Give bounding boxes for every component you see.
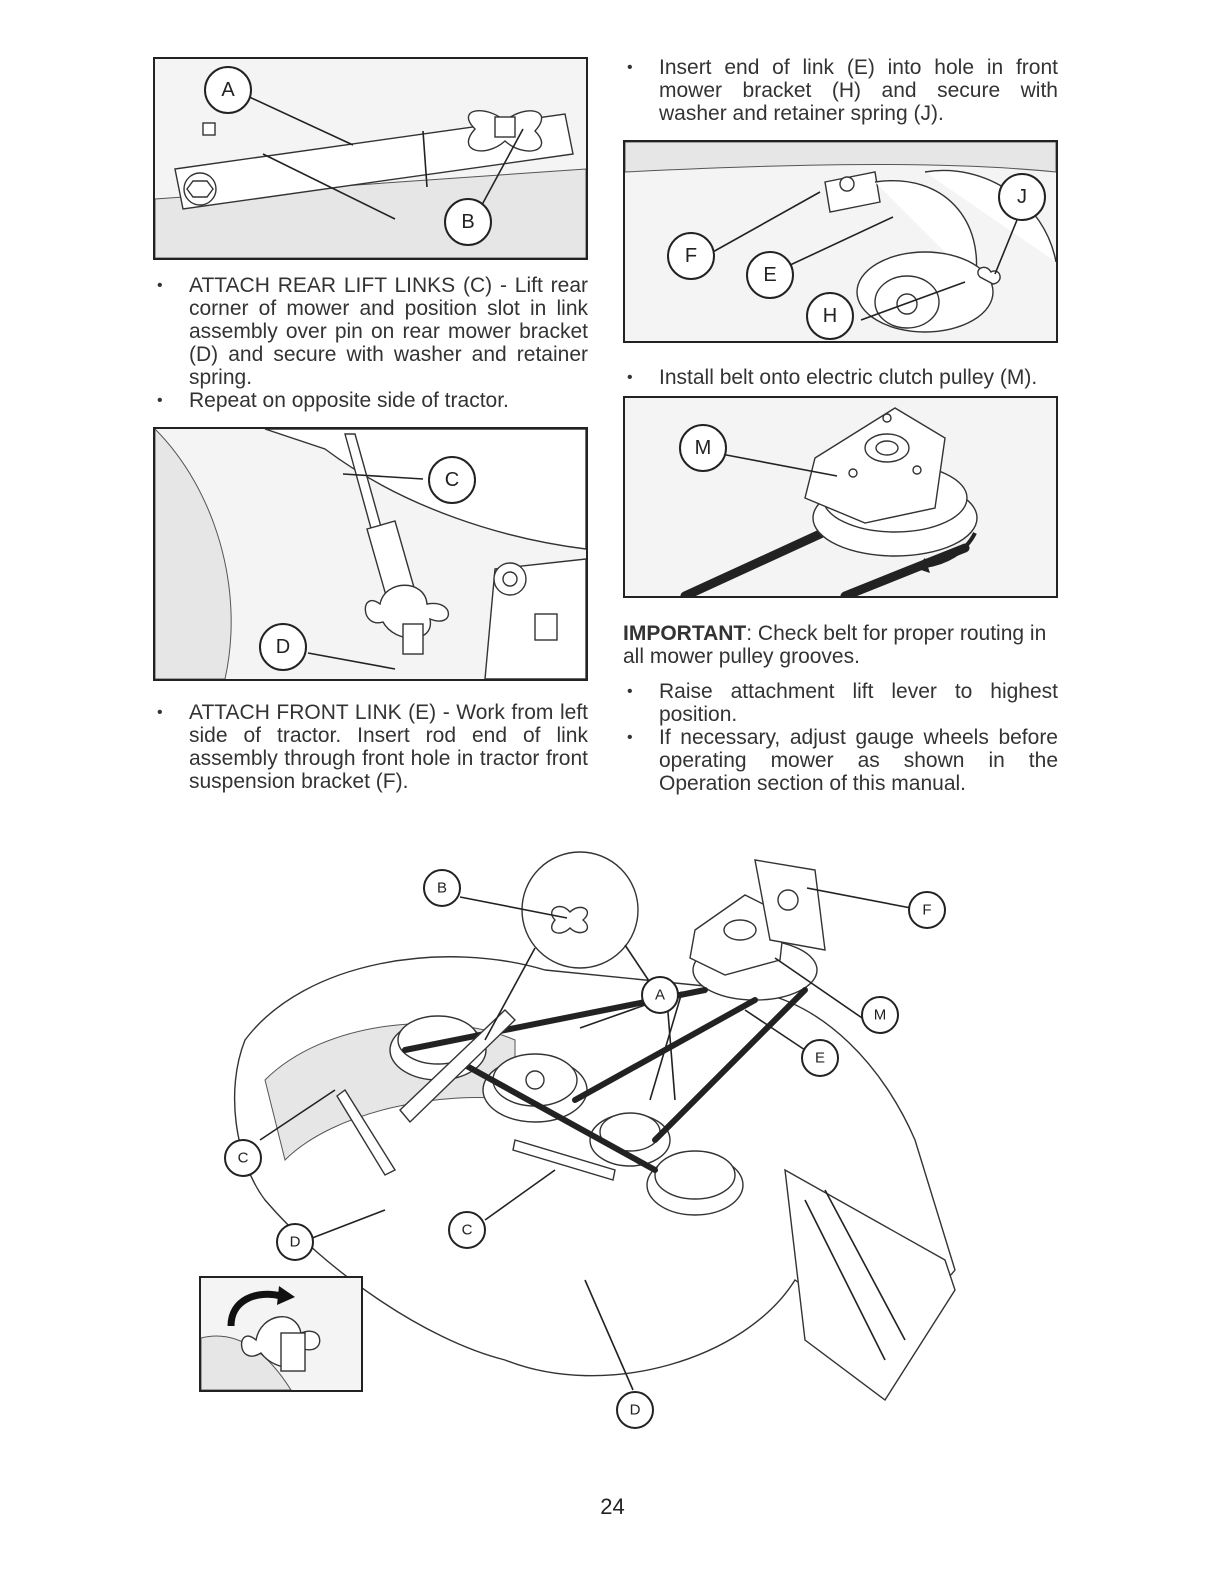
callout-D-left: D [276, 1223, 314, 1261]
svg-text:J: J [1017, 186, 1027, 208]
list-item: ATTACH FRONT LINK (E) - Work from left s… [153, 701, 588, 793]
list-item: ATTACH REAR LIFT LINKS (C) - Lift rear c… [153, 274, 588, 389]
final-steps-instructions: Raise attachment lift lever to highest p… [623, 680, 1058, 795]
page-number: 24 [600, 1494, 625, 1519]
svg-text:M: M [874, 1007, 887, 1024]
important-text: : Check belt for proper routing in all m… [623, 622, 1047, 668]
front-link-instructions: ATTACH FRONT LINK (E) - Work from left s… [153, 701, 588, 793]
figure-rear-lift-link: C D [153, 427, 588, 681]
front-bracket-instructions: Insert end of link (E) into hole in fron… [623, 56, 1058, 125]
figure-electric-clutch-pulley: M [623, 396, 1058, 598]
svg-text:A: A [655, 987, 665, 1004]
callout-F: F [908, 891, 946, 929]
callout-H: H [806, 292, 854, 340]
svg-text:D: D [630, 1402, 641, 1419]
svg-text:E: E [763, 264, 776, 286]
list-item: If necessary, adjust gauge wheels before… [623, 726, 1058, 795]
svg-text:A: A [221, 79, 235, 101]
list-item: Raise attachment lift lever to highest p… [623, 680, 1058, 726]
svg-text:H: H [823, 305, 837, 327]
list-item: Insert end of link (E) into hole in fron… [623, 56, 1058, 125]
callout-A: A [641, 976, 679, 1014]
callout-C-center: C [448, 1211, 486, 1249]
svg-text:D: D [276, 636, 290, 658]
callout-A: A [204, 66, 252, 114]
svg-text:F: F [922, 902, 931, 919]
figure-front-link-bracket: F E H J [623, 140, 1058, 343]
callout-B: B [423, 869, 461, 907]
svg-text:D: D [290, 1234, 301, 1251]
svg-text:C: C [445, 469, 459, 491]
svg-text:B: B [437, 880, 447, 897]
important-note: IMPORTANT: Check belt for proper routing… [623, 622, 1058, 668]
callout-F: F [667, 232, 715, 280]
svg-text:B: B [461, 211, 474, 233]
svg-text:C: C [462, 1222, 473, 1239]
svg-text:E: E [815, 1050, 825, 1067]
callout-D-bottom: D [616, 1391, 654, 1429]
callout-M: M [861, 996, 899, 1034]
callout-D: D [259, 623, 307, 671]
svg-text:F: F [685, 245, 697, 267]
svg-text:C: C [238, 1150, 249, 1167]
callout-C-left: C [224, 1139, 262, 1177]
list-item: Install belt onto electric clutch pulley… [623, 366, 1058, 389]
mower-deck-assembly-diagram: B A F M E C C D D [224, 851, 956, 1429]
list-item: Repeat on opposite side of tractor. [153, 389, 588, 412]
callout-M: M [679, 424, 727, 472]
callout-E: E [801, 1039, 839, 1077]
rear-lift-links-instructions: ATTACH REAR LIFT LINKS (C) - Lift rear c… [153, 274, 588, 412]
callout-B: B [444, 198, 492, 246]
callout-J: J [998, 173, 1046, 221]
callout-C: C [428, 456, 476, 504]
figure-lift-link-pin: A B [153, 57, 588, 260]
svg-text:M: M [695, 437, 712, 459]
callout-E: E [746, 251, 794, 299]
retainer-spring-inset [199, 1276, 363, 1392]
important-label: IMPORTANT [623, 622, 747, 645]
clutch-pulley-instruction: Install belt onto electric clutch pulley… [623, 366, 1058, 389]
